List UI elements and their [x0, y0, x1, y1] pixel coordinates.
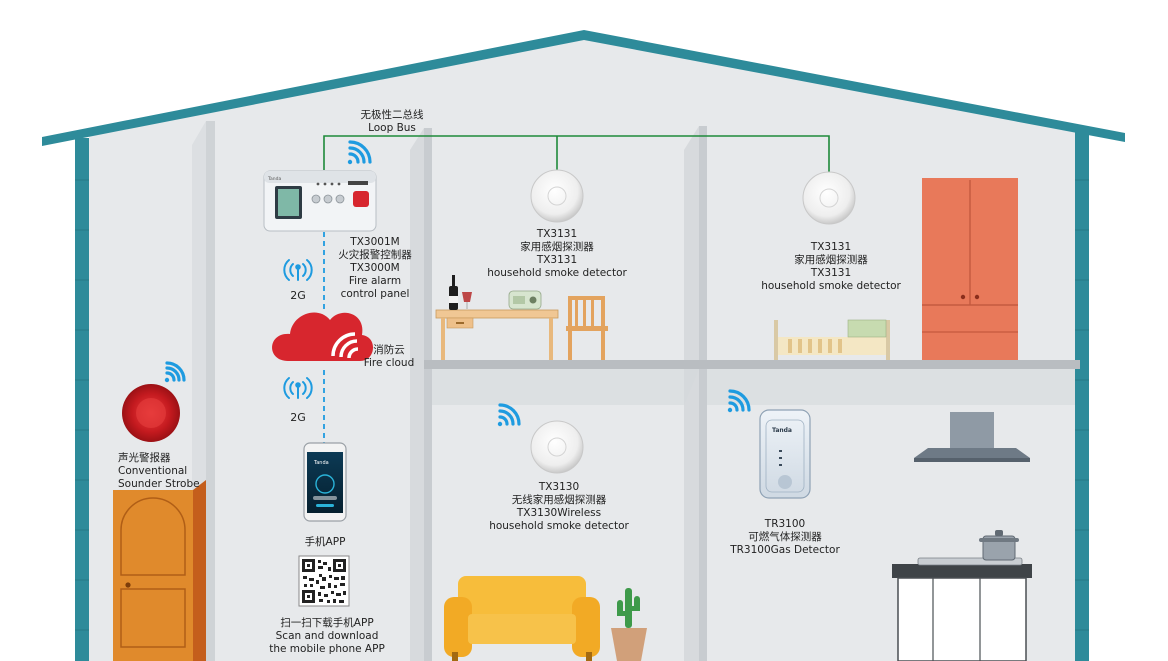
detector-top-right-en: household smoke detector	[761, 280, 901, 292]
phone-app-label: 手机APP	[304, 536, 346, 548]
gas-detector-icon	[759, 409, 811, 499]
wifi-icon	[347, 140, 372, 165]
qr-line-en-1: Scan and download	[275, 630, 379, 642]
gas-detector-label: TR3100 可燃气体探测器 TR3100Gas Detector	[730, 518, 840, 557]
wine-bottle	[449, 275, 472, 310]
detector-top-right-label: TX3131 家用感烟探测器 TX3131 household smoke de…	[761, 241, 901, 293]
wifi-icon	[164, 361, 186, 383]
sounder-en-2: Sounder Strobe	[118, 478, 200, 490]
detector-top-right-cn: 家用感烟探测器	[794, 254, 868, 266]
panel-model-2: TX3000M	[350, 262, 400, 274]
phone-screen-brand: Tanda	[313, 460, 329, 466]
detector-top-mid-en: household smoke detector	[487, 267, 627, 279]
panel-name-en-1: Fire alarm	[348, 275, 402, 287]
wireless-detector-label: TX3130 无线家用感烟探测器 TX3130Wireless househol…	[487, 481, 631, 533]
smoke-detector-icon	[530, 169, 584, 223]
detector-top-mid-model-2: TX3131	[536, 254, 578, 266]
signal-2g-icon	[283, 259, 313, 281]
entrance-door	[113, 480, 206, 661]
detector-top-mid-label: TX3131 家用感烟探测器 TX3131 household smoke de…	[487, 228, 627, 280]
fire-cloud-cn: 消防云	[373, 344, 405, 356]
panel-name-en-2: control panel	[340, 288, 410, 300]
detector-top-right-model-2: TX3131	[810, 267, 852, 279]
detector-top-right-model-1: TX3131	[810, 241, 852, 253]
qr-line-cn: 扫一扫下载手机APP	[280, 617, 374, 629]
right-outer-wall	[1075, 128, 1089, 661]
smoke-detector-icon	[530, 420, 584, 474]
gas-detector-model: TR3100	[764, 518, 806, 530]
detector-top-mid-cn: 家用感烟探测器	[520, 241, 594, 253]
loop-bus-en: Loop Bus	[368, 122, 416, 134]
loop-bus-label: 无极性二总线 Loop Bus	[352, 109, 432, 135]
wifi-icon	[497, 403, 521, 427]
partition-mid-face	[410, 128, 424, 661]
sofa	[444, 576, 600, 661]
partition-left	[206, 121, 215, 661]
wireless-detector-en: household smoke detector	[489, 520, 629, 532]
sounder-strobe-label: 声光警报器 Conventional Sounder Strobe	[118, 452, 202, 491]
fire-alarm-control-panel	[263, 170, 377, 232]
left-outer-wall	[75, 138, 89, 661]
dining-table	[435, 309, 559, 360]
qr-code-icon	[298, 555, 350, 607]
partition-mid	[424, 128, 432, 661]
loop-bus-cn: 无极性二总线	[360, 109, 424, 121]
control-panel-label: TX3001M 火灾报警控制器 TX3000M Fire alarm contr…	[325, 236, 425, 301]
floor-slab	[424, 360, 1080, 369]
cactus-plant	[611, 588, 647, 661]
loop-bus-wire	[323, 135, 830, 176]
phone-app-device	[303, 442, 347, 522]
radio	[508, 290, 542, 310]
wifi-icon	[727, 389, 751, 413]
gas-detector-en: TR3100Gas Detector	[730, 544, 840, 556]
panel-brand: Tanda	[267, 176, 281, 182]
floor-slab-face-left	[432, 369, 699, 405]
wardrobe	[922, 178, 1018, 360]
bed	[774, 319, 890, 360]
2g-label-bottom: 2G	[290, 411, 306, 424]
qr-download-label: 扫一扫下载手机APP Scan and download the mobile …	[262, 617, 392, 656]
gas-detector-cn: 可燃气体探测器	[748, 531, 822, 543]
smoke-detector-icon	[802, 171, 856, 225]
partition-right	[699, 126, 707, 661]
wireless-detector-model-2: TX3130Wireless	[516, 507, 602, 519]
panel-model-1: TX3001M	[350, 236, 400, 248]
qr-line-en-2: the mobile phone APP	[269, 643, 385, 655]
signal-2g-icon	[283, 377, 313, 399]
gas-detector-brand: Tanda	[772, 427, 792, 434]
detector-top-mid-model-1: TX3131	[536, 228, 578, 240]
fire-cloud-label: 消防云 Fire cloud	[362, 344, 416, 370]
cloud-icon	[272, 312, 374, 361]
floor-slab-face-right	[707, 369, 1075, 405]
fire-cloud-en: Fire cloud	[363, 357, 415, 369]
partition-right-face	[684, 126, 699, 661]
wooden-chair	[566, 296, 608, 360]
panel-name-cn: 火灾报警控制器	[338, 249, 412, 261]
2g-label-top: 2G	[290, 289, 306, 302]
sounder-cn: 声光警报器	[118, 452, 171, 464]
sounder-strobe-icon	[122, 384, 180, 442]
kitchen-stove-cabinet	[892, 530, 1032, 661]
wireless-detector-cn: 无线家用感烟探测器	[511, 494, 607, 506]
range-hood	[914, 412, 1030, 462]
wireless-detector-model-1: TX3130	[538, 481, 580, 493]
sounder-en-1: Conventional	[118, 465, 188, 477]
